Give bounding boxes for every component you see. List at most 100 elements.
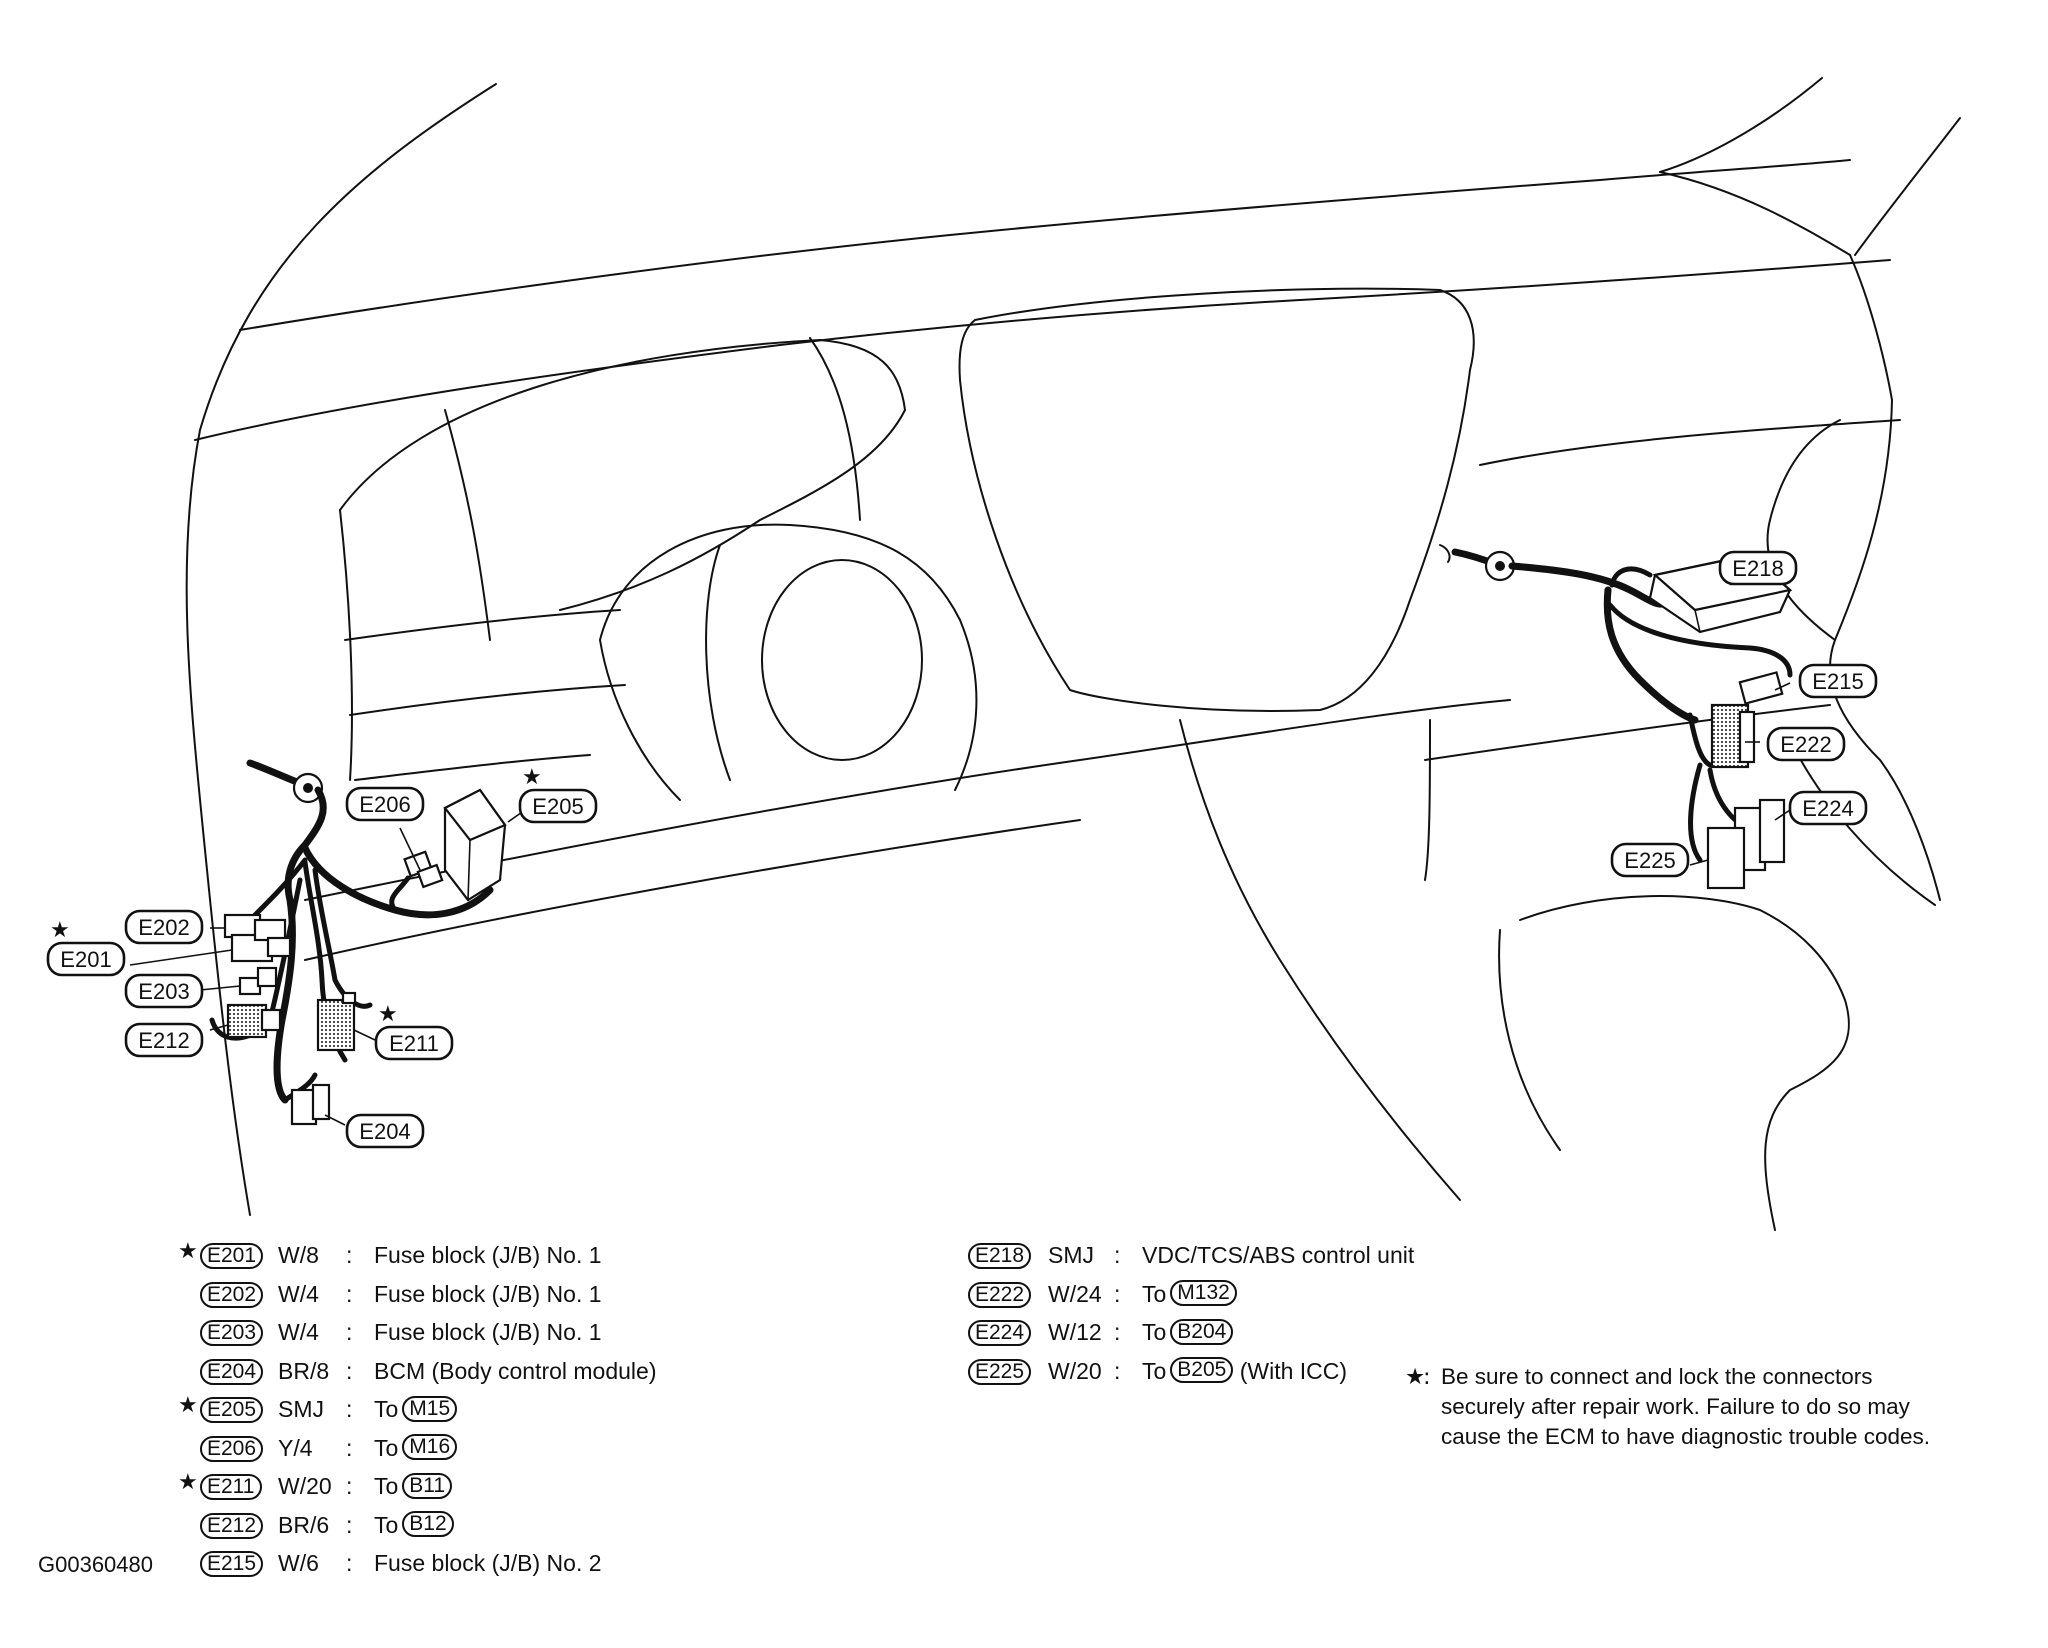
callout-e212: E212 [124, 1022, 204, 1058]
callout-box [374, 1025, 454, 1061]
legend-code: E222 [968, 1281, 1032, 1308]
legend-desc-text: To [1142, 1357, 1167, 1384]
legend-target: M16 [402, 1434, 458, 1461]
legend-desc-text: To [374, 1396, 399, 1422]
legend-colon: : [346, 1357, 353, 1384]
callout-label: E202 [138, 915, 189, 940]
legend-code: E206 [200, 1435, 264, 1462]
legend-target: M132 [1170, 1280, 1237, 1307]
note-star: ★ [1405, 1364, 1426, 1390]
callout-e225: E225 [1610, 842, 1690, 878]
legend-suffix: (With ICC) [1239, 1357, 1348, 1384]
callout-e224: E224 [1788, 790, 1868, 826]
legend-wire: Y/4 [278, 1434, 313, 1461]
callout-label: E205 [532, 794, 583, 819]
callout-box [1788, 790, 1868, 826]
callout-box [124, 909, 204, 945]
legend-desc-text: To [374, 1473, 399, 1499]
figure-code: G00360480 [38, 1552, 153, 1577]
right-connectors [1648, 553, 1793, 890]
callout-e203: E203 [124, 973, 204, 1009]
callout-label: E212 [138, 1028, 189, 1053]
note-line: Be sure to connect and lock the connecto… [1441, 1364, 1873, 1389]
legend-colon: : [346, 1550, 353, 1576]
legend-code: E204 [200, 1358, 264, 1385]
legend-wire: W/4 [278, 1319, 319, 1345]
legend-code: E201 [200, 1243, 264, 1269]
callout-label: E203 [138, 979, 189, 1004]
callout-star: ★ [378, 1002, 398, 1027]
callout-e201: E201 ★ [46, 918, 126, 977]
legend-code: E205 [200, 1397, 264, 1423]
note-colon: : [1423, 1364, 1431, 1390]
legend-wire: BR/6 [278, 1511, 330, 1538]
callout-label: E201 [60, 947, 111, 972]
legend-desc-text: Fuse block (J/B) No. 1 [374, 1280, 602, 1307]
left-connectors [223, 788, 507, 1126]
callout-e202: E202 [124, 909, 204, 945]
callout-box [518, 788, 598, 824]
legend-code: E203 [200, 1320, 264, 1346]
legend-colon: : [1114, 1357, 1121, 1384]
legend-wire: W/8 [278, 1242, 319, 1268]
callout-label: E211 [389, 1031, 439, 1056]
callout-label: E215 [1812, 669, 1863, 694]
legend-code: E218 [968, 1243, 1032, 1269]
legend-star: ★ [178, 1239, 198, 1264]
callout-e215: E215 [1798, 663, 1878, 699]
legend-desc: BCM (Body control module) [374, 1352, 657, 1391]
callout-label: E224 [1802, 796, 1853, 821]
legend-wire: W/6 [278, 1550, 319, 1576]
legend-colon: : [1114, 1280, 1121, 1307]
callout-e218: E218 [1718, 550, 1798, 586]
legend-colon: : [346, 1396, 353, 1422]
legend-colon: : [1114, 1319, 1121, 1345]
legend-star: ★ [178, 1393, 198, 1418]
legend-desc-text: To [374, 1434, 399, 1461]
legend-desc-text: BCM (Body control module) [374, 1357, 657, 1384]
legend-desc-text: Fuse block (J/B) No. 1 [374, 1319, 602, 1345]
legend-code: E225 [968, 1358, 1032, 1385]
legend-desc: Fuse block (J/B) No. 1 [374, 1236, 602, 1275]
leader-lines [129, 574, 1791, 1126]
legend-desc-text: To [374, 1511, 399, 1538]
legend-colon: : [346, 1434, 353, 1461]
callout-label: E225 [1624, 848, 1675, 873]
legend-desc: Fuse block (J/B) No. 1 [374, 1313, 602, 1352]
legend-target: B11 [402, 1472, 453, 1499]
callout-box [1610, 842, 1690, 878]
legend-target: B205 [1170, 1357, 1234, 1384]
legend-target: M15 [402, 1395, 458, 1422]
callout-star: ★ [50, 918, 70, 943]
legend-desc: Fuse block (J/B) No. 2 [374, 1544, 602, 1583]
legend-desc-text: VDC/TCS/ABS control unit [1142, 1242, 1415, 1268]
legend-wire: W/24 [1048, 1280, 1102, 1307]
note-line: cause the ECM to have diagnostic trouble… [1441, 1424, 1931, 1449]
callout-box [46, 941, 126, 977]
legend-desc-text: Fuse block (J/B) No. 1 [374, 1242, 602, 1268]
legend-code: E212 [200, 1512, 264, 1539]
legend-colon: : [1114, 1242, 1121, 1268]
legend-colon: : [346, 1511, 353, 1538]
legend-desc-text: To [1142, 1280, 1167, 1307]
legend-target: B12 [402, 1511, 454, 1538]
callout-e211: E211 ★ [374, 1002, 454, 1061]
note-line: securely after repair work. Failure to d… [1441, 1394, 1910, 1419]
callout-box [345, 786, 425, 822]
callout-label: E204 [359, 1119, 410, 1144]
callout-box [1798, 663, 1878, 699]
